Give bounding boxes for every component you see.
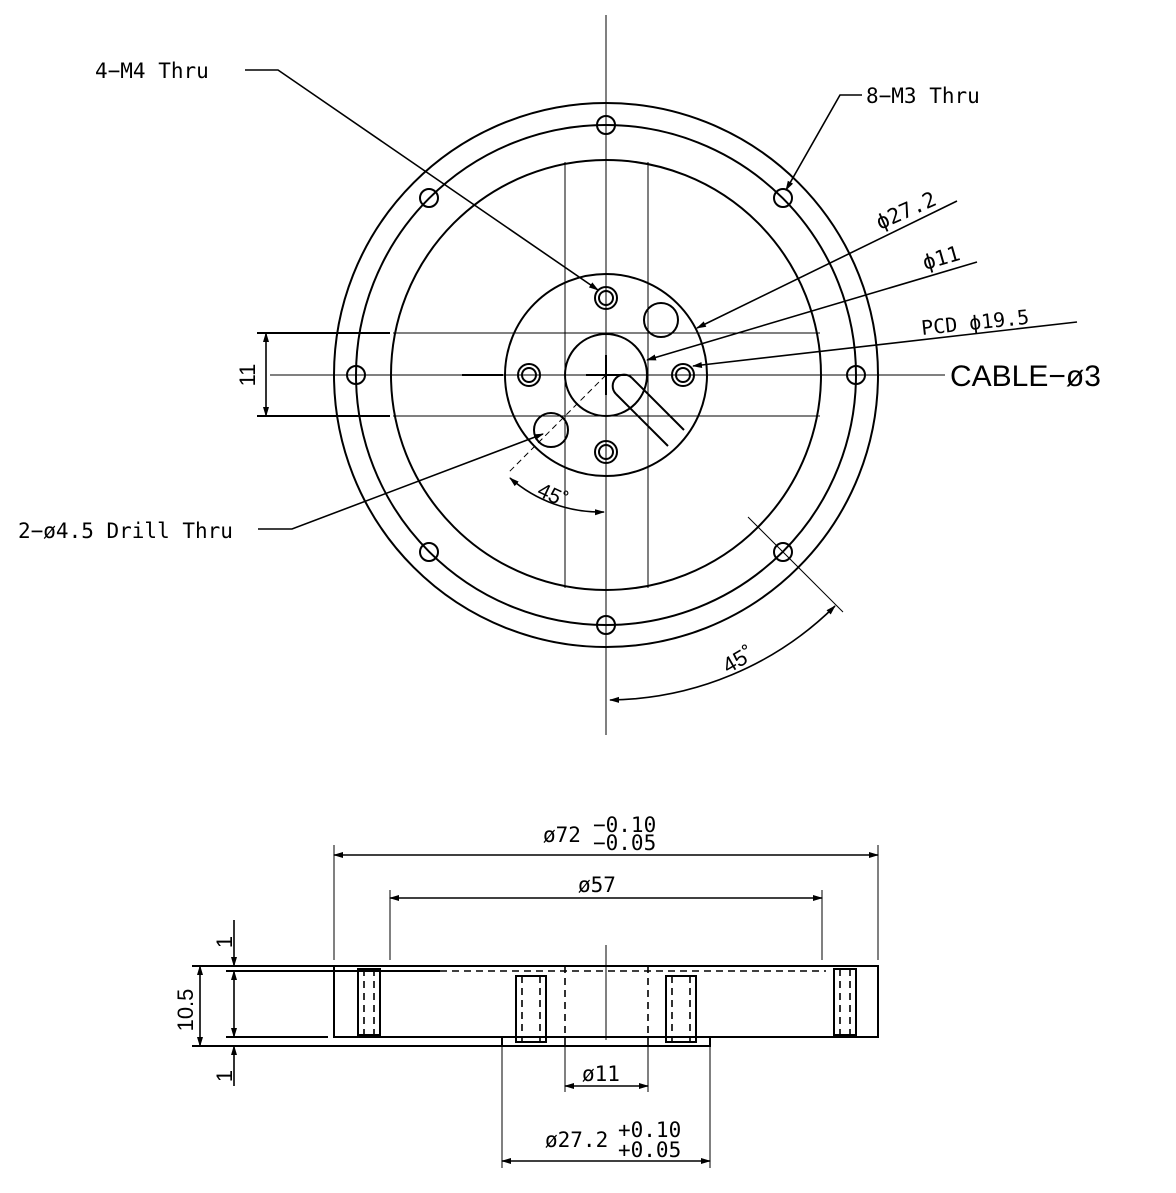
angle-arc-inner	[509, 477, 605, 516]
angle-arc-outer	[609, 605, 836, 703]
leader-drill	[258, 433, 544, 530]
hub-circle-d27	[504, 273, 708, 477]
thread-wall	[665, 975, 697, 1043]
m4-hole-inner	[521, 367, 537, 383]
m4-hole	[671, 363, 695, 387]
tol-72-lower: −0.05	[593, 831, 656, 855]
label-drill: 2−ø4.5 Drill Thru	[18, 519, 233, 543]
m3-hole	[773, 542, 793, 562]
m3-hole	[773, 188, 793, 208]
m4-hole	[594, 440, 618, 464]
m3-hole	[419, 542, 439, 562]
m4-holes	[517, 286, 695, 464]
label-d11: ϕ11	[920, 241, 963, 275]
threaded-hole	[665, 975, 697, 1043]
dim-11-text: 11	[235, 364, 260, 387]
m3-hole	[419, 188, 439, 208]
dim-57-text: ø57	[578, 873, 616, 897]
tol-27-upper: +0.10	[618, 1118, 681, 1142]
thread-wall	[515, 975, 547, 1043]
side-view: ø72 −0.10 −0.05 ø57 ø11 ø27.2 +0.10 +0.0…	[173, 813, 879, 1168]
dim-11-side-text: ø11	[582, 1062, 620, 1086]
leader-pcd	[692, 321, 1078, 368]
m4-hole	[517, 363, 541, 387]
dim-72-text: ø72	[543, 823, 581, 847]
tol-72-upper: −0.10	[593, 813, 656, 837]
angle-ext-inner	[507, 374, 607, 474]
hub-boss	[501, 1037, 711, 1047]
cable-slot-end	[611, 373, 633, 395]
cable-slot-edge	[615, 393, 669, 447]
dim-bottom-text: 1	[212, 1070, 237, 1082]
top-view: 11 45˚ 45˚ 4−M4 Thru 8−M3 Thru ϕ27.2 ϕ11…	[18, 15, 1101, 735]
label-m4: 4−M4 Thru	[95, 59, 209, 83]
m4-hole-inner	[675, 367, 691, 383]
m4-hole	[594, 286, 618, 310]
dim-top-text: 1	[212, 936, 237, 948]
dim-27-text: ø27.2	[545, 1128, 608, 1152]
m4-hole-inner	[598, 444, 614, 460]
threaded-hole	[357, 968, 381, 1036]
threaded-hole	[515, 975, 547, 1043]
threaded-hole	[833, 968, 857, 1036]
angle-outer-text: 45˚	[718, 641, 758, 679]
dim-height-text: 10.5	[173, 989, 198, 1032]
m3-holes	[346, 115, 866, 635]
cable-slot-edge	[631, 377, 685, 431]
leader-d11	[646, 261, 978, 361]
drill-hole	[533, 412, 569, 448]
label-pcd: PCD ϕ19.5	[920, 305, 1030, 340]
label-m3: 8−M3 Thru	[866, 84, 980, 108]
label-cable: CABLE−ø3	[950, 360, 1101, 393]
m3-hole	[346, 365, 366, 385]
thread-wall	[357, 968, 381, 1036]
leader-m4	[245, 69, 599, 291]
m4-hole-inner	[598, 290, 614, 306]
leader-d27	[696, 200, 958, 329]
thread-wall	[833, 968, 857, 1036]
tol-27-lower: +0.05	[618, 1138, 681, 1162]
leader-m3	[785, 94, 862, 191]
cable-slot	[611, 373, 685, 447]
drill-hole	[643, 302, 679, 338]
m3-hole	[846, 365, 866, 385]
label-d27: ϕ27.2	[872, 187, 940, 235]
m3-hole	[596, 115, 616, 135]
angle-ext	[747, 516, 844, 613]
